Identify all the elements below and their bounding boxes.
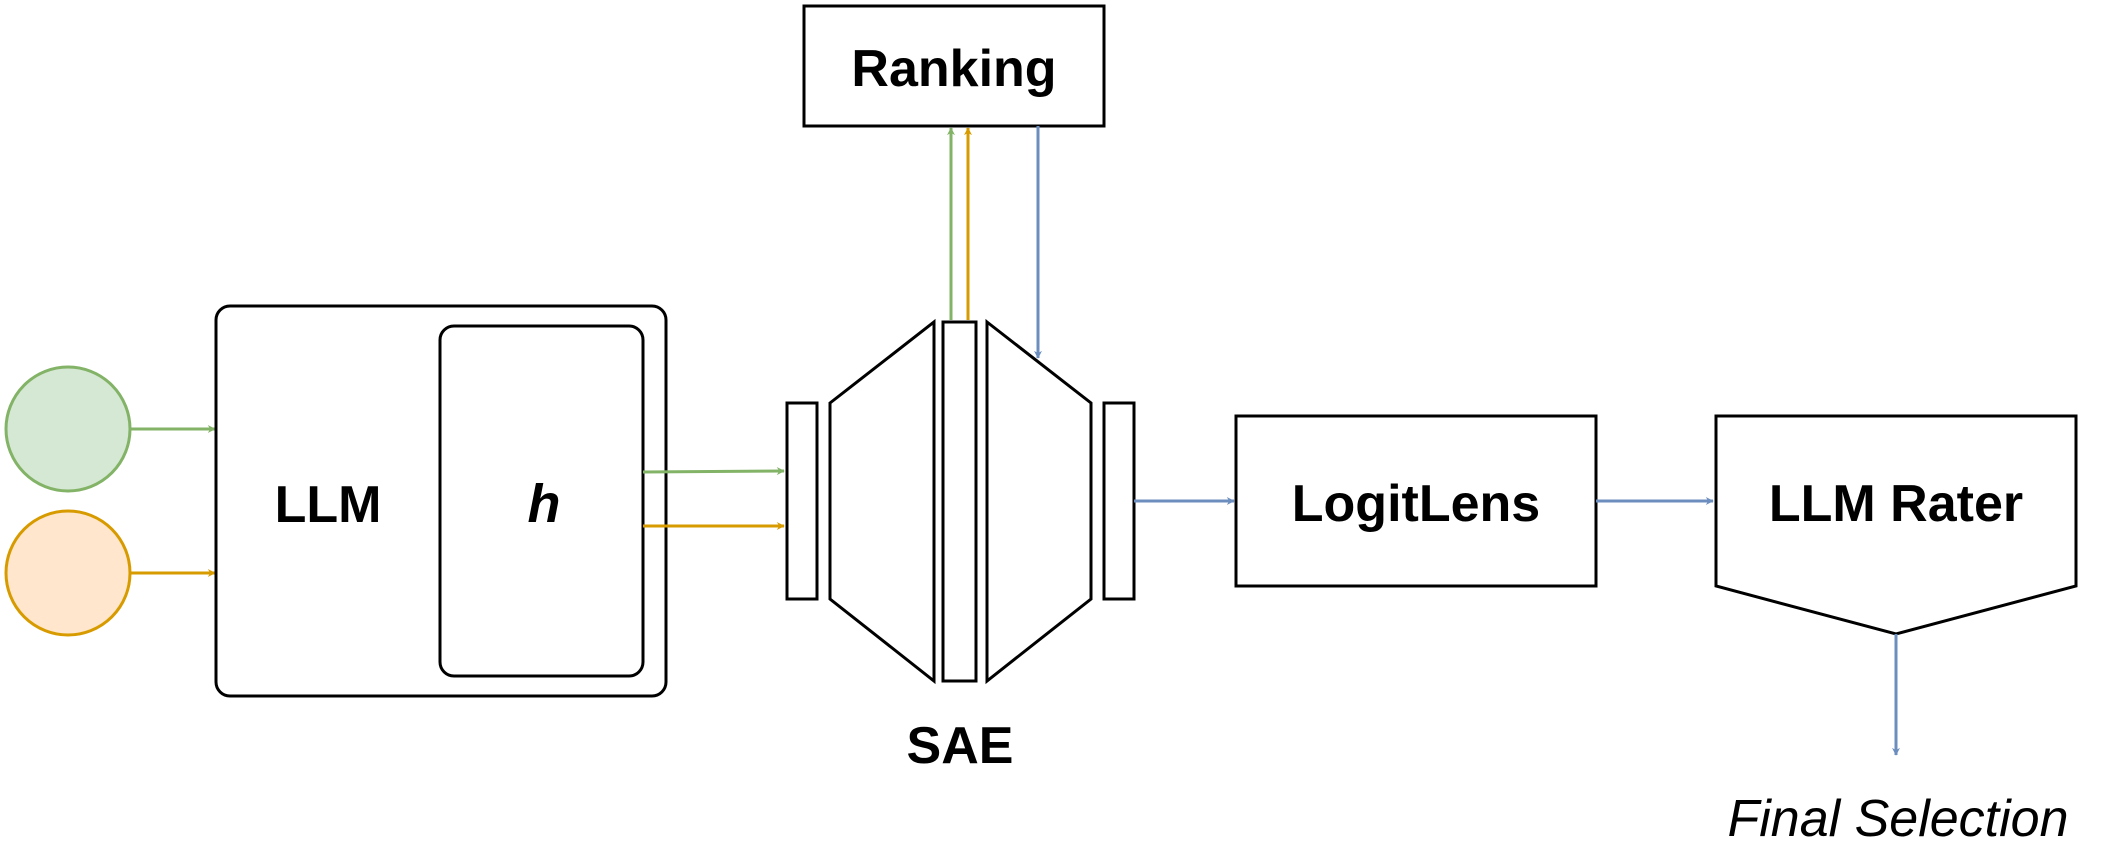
hidden-state-box (438, 324, 645, 678)
sae-encoder (828, 318, 936, 685)
logitlens-box (1234, 414, 1598, 588)
input-node-green (4, 365, 132, 493)
input-node-orange (4, 509, 132, 637)
logitlens-label: LogitLens (1292, 475, 1540, 533)
sae-input-layer (785, 401, 819, 601)
ranking-label: Ranking (851, 40, 1056, 98)
llm-label: LLM (275, 476, 382, 534)
llm-rater-box (1714, 414, 2078, 636)
sae-decoder (985, 318, 1093, 685)
arrow-green-to-sae (642, 467, 785, 476)
hidden-state-label: h (528, 474, 561, 534)
ranking-box (802, 4, 1106, 128)
llm-rater-label: LLM Rater (1769, 475, 2023, 533)
sae-latent-layer (941, 320, 978, 683)
sae-block (785, 318, 1136, 685)
sae-output-layer (1102, 401, 1136, 601)
sae-label: SAE (907, 717, 1014, 775)
final-selection-label: Final Selection (1727, 790, 2068, 848)
